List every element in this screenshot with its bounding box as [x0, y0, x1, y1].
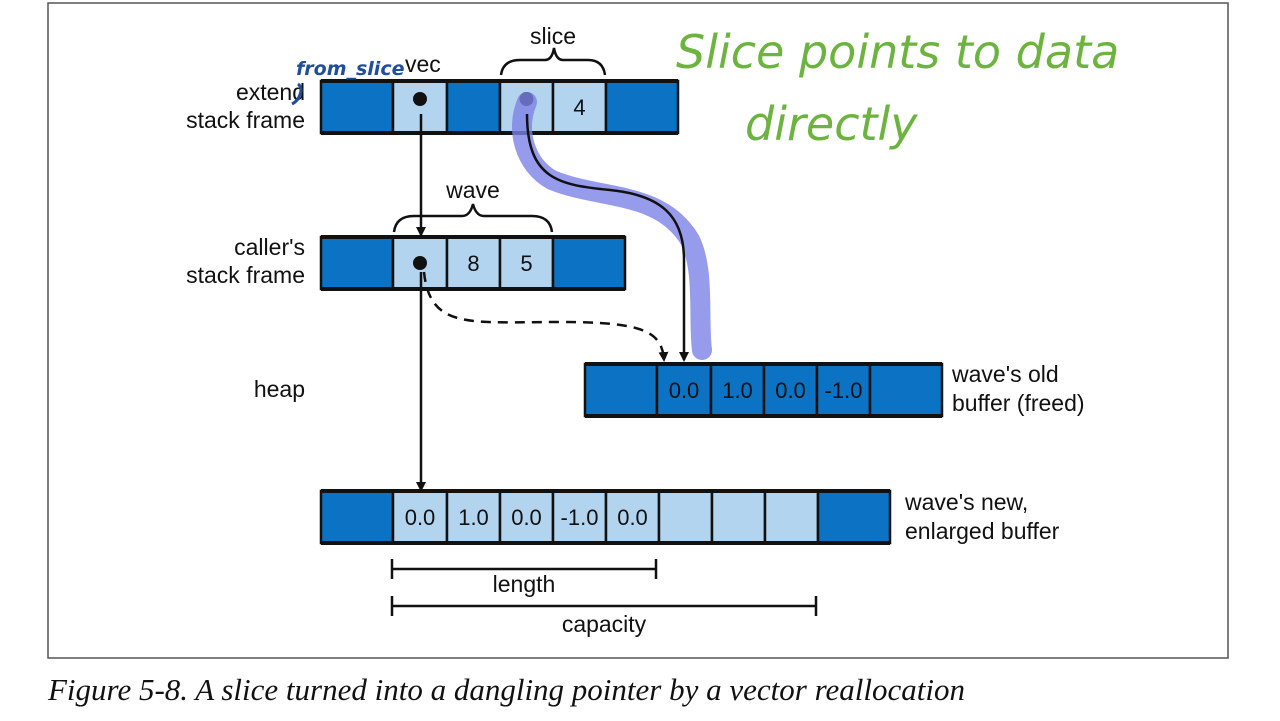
caller-cell-value-3: 5 — [520, 251, 532, 276]
slice-brace — [499, 47, 607, 76]
caller-cell-0 — [319, 235, 395, 291]
new-buffer-cell-value-3: 0.0 — [511, 505, 542, 530]
capacity-ruler — [390, 596, 818, 616]
old-buffer-label-line2: buffer (freed) — [952, 390, 1085, 416]
new-buffer-cell-7 — [710, 489, 767, 545]
wave-label: wave — [445, 177, 500, 203]
handwritten-from-slice: from_slice — [296, 58, 405, 80]
figure-frame — [47, 2, 1229, 659]
length-ruler — [390, 559, 658, 579]
old-buffer-cell-value-1: 0.0 — [669, 378, 700, 403]
new-buffer-cell-9 — [816, 489, 892, 545]
new-buffer-cell-8 — [763, 489, 820, 545]
old-buffer-cell-value-3: 0.0 — [775, 378, 806, 403]
new-buffer-cell-value-2: 1.0 — [458, 505, 489, 530]
new-buffer-label-line1: wave's new, — [904, 489, 1028, 515]
new-buffer-cell-value-4: -1.0 — [561, 505, 599, 530]
caller-cell-value-2: 8 — [467, 251, 479, 276]
extend-stack-frame-row: 4 — [319, 79, 680, 135]
new-buffer-cell-value-1: 0.0 — [405, 505, 436, 530]
old-buffer-label-line1: wave's old — [951, 361, 1059, 387]
new-buffer-cell-0 — [319, 489, 395, 545]
extend-cell-5 — [604, 79, 680, 135]
handwritten-note-line2: directly — [745, 97, 918, 151]
handwritten-blue-mark — [291, 82, 303, 106]
caller-frame-label-line2: stack frame — [186, 262, 305, 288]
old-buffer-row: 0.0 1.0 0.0 -1.0 — [583, 362, 944, 418]
highlight-stroke — [512, 92, 712, 360]
extend-cell-0 — [319, 79, 395, 135]
length-label: length — [493, 571, 556, 597]
new-buffer-row: 0.0 1.0 0.0 -1.0 0.0 — [319, 489, 892, 545]
wave-brace — [392, 203, 554, 233]
extend-cell-value-4: 4 — [573, 95, 585, 120]
slice-pointer-arrow — [525, 113, 689, 362]
vec-label: vec — [405, 51, 441, 77]
caller-pointer-dot-1 — [413, 256, 427, 270]
new-buffer-cell-6 — [657, 489, 714, 545]
extend-frame-label-line1: extend — [236, 79, 305, 105]
slice-label: slice — [530, 23, 576, 49]
old-buffer-dashed-arrow — [422, 271, 669, 362]
capacity-label: capacity — [562, 611, 647, 637]
caller-cell-4 — [551, 235, 627, 291]
old-buffer-cell-5 — [868, 362, 944, 418]
figure-caption: Figure 5-8. A slice turned into a dangli… — [47, 672, 965, 707]
handwritten-note-line1: Slice points to data — [676, 25, 1119, 79]
extend-pointer-dot-1 — [413, 92, 427, 106]
extend-cell-2 — [445, 79, 502, 135]
extend-cell-4 — [551, 79, 608, 135]
heap-label: heap — [254, 376, 305, 402]
new-buffer-cell-value-5: 0.0 — [617, 505, 648, 530]
new-buffer-label-line2: enlarged buffer — [905, 518, 1060, 544]
caller-frame-label-line1: caller's — [234, 234, 305, 260]
extend-frame-label-line2: stack frame — [186, 107, 305, 133]
old-buffer-cell-value-2: 1.0 — [722, 378, 753, 403]
old-buffer-cell-0 — [583, 362, 659, 418]
old-buffer-cell-value-4: -1.0 — [825, 378, 863, 403]
